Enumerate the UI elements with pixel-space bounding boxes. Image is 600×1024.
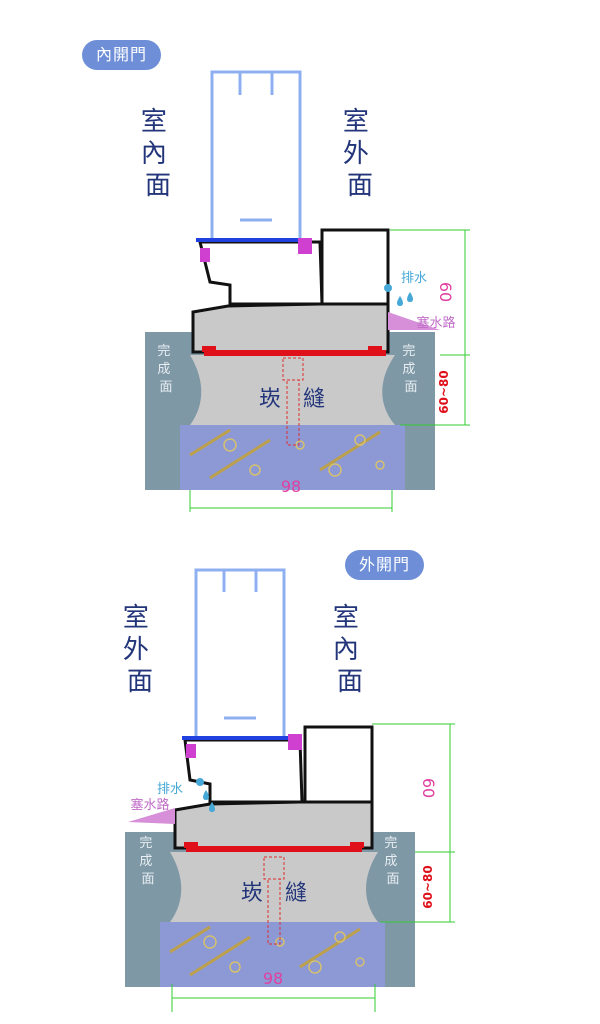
room-label-right: 室 內 面	[333, 603, 367, 697]
finish-label-right: 完 成 面	[402, 344, 419, 395]
anchor-bolt	[286, 379, 300, 446]
rebar-lines	[169, 925, 361, 977]
door-type-badge: 內開門	[82, 40, 162, 70]
drain-label: 排水	[401, 271, 427, 286]
seal-label: 塞水路	[416, 315, 455, 331]
door-leaf	[210, 70, 302, 242]
sill-seal	[204, 350, 386, 356]
base-slab	[160, 922, 385, 987]
concrete-fill	[170, 852, 378, 922]
rebar-lines	[189, 428, 381, 480]
frame-lower	[198, 240, 324, 306]
outward-door-section: 室 外 面 室 內 面 完 成 面 完 成 面 崁 縫 排水 塞水路 60 60…	[0, 512, 600, 1024]
dimension-lines	[189, 229, 470, 512]
room-label-right: 室 外 面	[343, 107, 377, 201]
seal-wedge	[128, 808, 175, 824]
room-label-left: 室 內 面	[141, 107, 175, 201]
gasket	[186, 744, 196, 758]
sill-seal	[186, 846, 362, 852]
frame-outer	[303, 725, 374, 804]
drain-droplet	[196, 778, 204, 786]
dim-height-label: 60	[436, 282, 455, 302]
dim-width-label: 98	[263, 969, 283, 988]
drain-label: 排水	[157, 782, 183, 797]
inward-door-drawing: 室 內 面 室 外 面 完 成 面 完 成 面 崁 縫 排水 塞水路 60 60…	[141, 70, 470, 512]
sill-profile	[191, 302, 390, 354]
door-type-badge: 外開門	[345, 550, 425, 580]
gasket	[288, 734, 302, 750]
finish-label-left: 完 成 面	[139, 836, 156, 887]
dim-depth-label: 60~80	[421, 865, 435, 908]
finish-label-right: 完 成 面	[384, 836, 401, 887]
door-leaf	[194, 568, 286, 740]
frame-outer	[320, 228, 390, 306]
frame-lower	[183, 738, 304, 804]
inward-door-section: 室 內 面 室 外 面 完 成 面 完 成 面 崁 縫 排水 塞水路 60 60…	[82, 40, 470, 512]
outward-door-drawing: 室 外 面 室 內 面 完 成 面 完 成 面 崁 縫 排水 塞水路 60 60…	[123, 568, 455, 1012]
gap-label: 崁 縫	[259, 387, 325, 412]
room-label-left: 室 外 面	[123, 603, 157, 697]
sill-profile	[173, 800, 374, 850]
gasket	[200, 248, 210, 262]
seal-label: 塞水路	[130, 797, 169, 813]
concrete-fill	[190, 355, 395, 425]
dim-width-label: 98	[281, 477, 301, 496]
anchor-bolt	[267, 878, 281, 945]
dimension-lines	[171, 723, 455, 1012]
seal-wedge	[388, 312, 440, 330]
drain-droplet	[384, 284, 392, 292]
gasket	[298, 238, 312, 254]
gap-label: 崁 縫	[241, 881, 307, 906]
finish-label-left: 完 成 面	[157, 344, 174, 395]
base-slab	[180, 425, 405, 490]
dim-height-label: 60	[419, 778, 438, 798]
dim-depth-label: 60~80	[437, 370, 451, 413]
